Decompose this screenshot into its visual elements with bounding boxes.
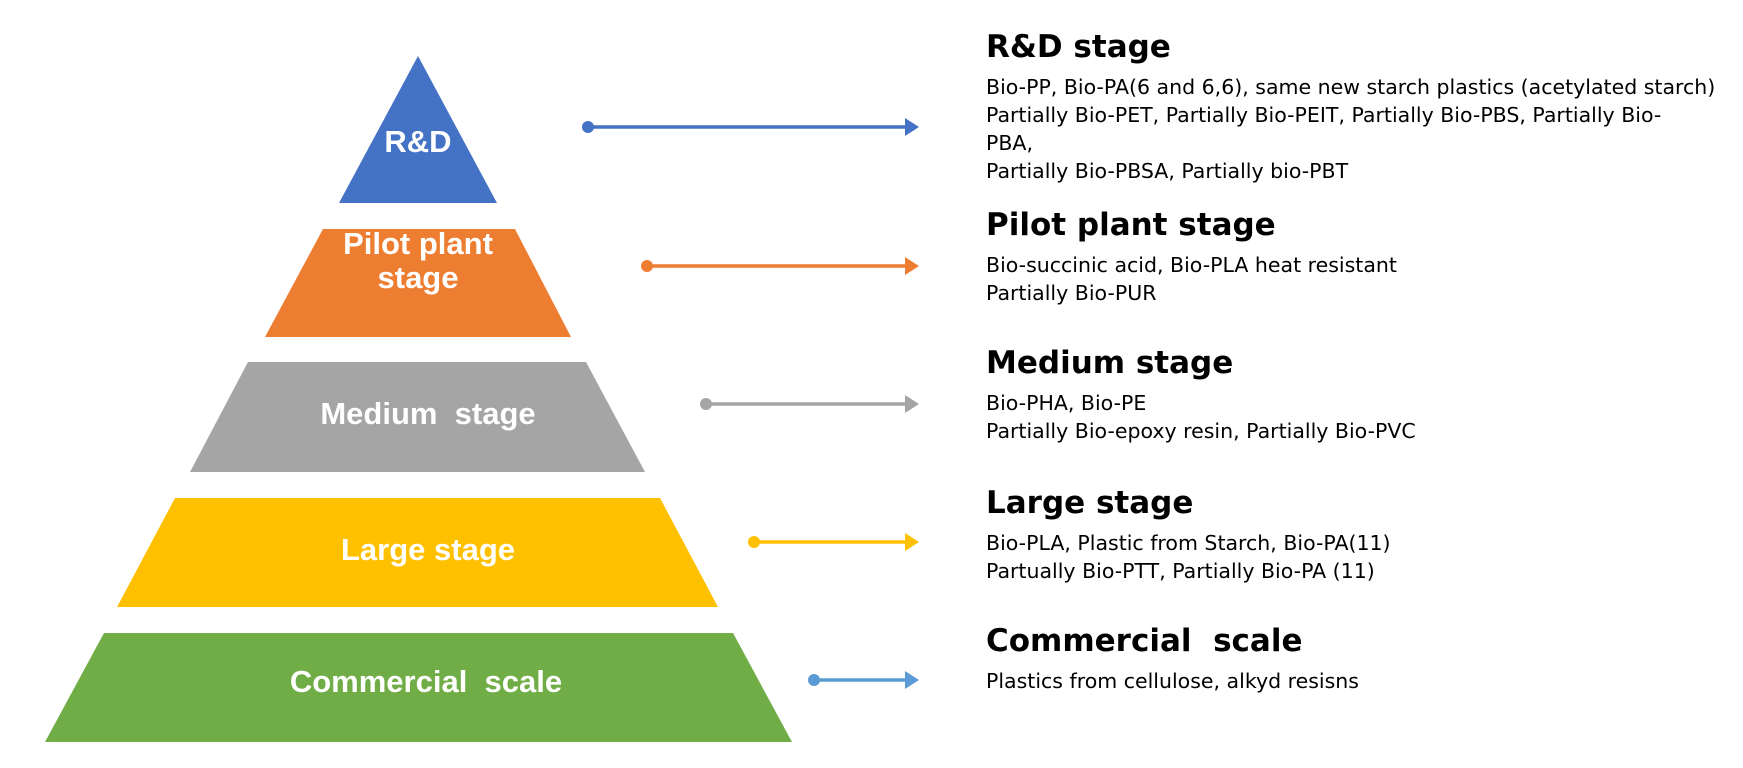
stage-description: Bio-PP, Bio-PA(6 and 6,6), same new star… (986, 73, 1731, 185)
pyramid-tier-pilot-plant-stage (265, 229, 571, 337)
arrow-right-icon (808, 671, 919, 689)
pyramid-tier-label: Commercial scale (290, 664, 562, 699)
stage-description: Plastics from cellulose, alkyd resisns (986, 667, 1731, 695)
arrow-head (905, 395, 919, 413)
arrow-head (905, 533, 919, 551)
pyramid-tier-medium-stage (190, 362, 645, 472)
stage-description: Bio-PLA, Plastic from Starch, Bio-PA(11)… (986, 529, 1731, 585)
stage-title: Pilot plant stage (986, 207, 1276, 243)
pyramid-tier-label: Large stage (341, 532, 515, 567)
stage-description-line: Partually Bio-PTT, Partially Bio-PA (11) (986, 559, 1375, 583)
pyramid-tier-label: R&D (384, 124, 451, 159)
stage-description-line: Partially Bio-PBSA, Partially bio-PBT (986, 159, 1349, 183)
pyramid-tier-large-stage (117, 498, 718, 607)
stage-description-line: Bio-PP, Bio-PA(6 and 6,6), same new star… (986, 75, 1716, 99)
stage-title: Commercial scale (986, 623, 1303, 659)
arrow-right-icon (641, 257, 919, 275)
pyramid-tier-label: Medium stage (320, 396, 535, 431)
stage-description-line: Plastics from cellulose, alkyd resisns (986, 669, 1359, 693)
stage-title: Large stage (986, 485, 1194, 521)
stage-description: Bio-PHA, Bio-PE Partially Bio-epoxy resin… (986, 389, 1731, 445)
stage-title: Medium stage (986, 345, 1234, 381)
pyramid-tier-label: Pilot plant (343, 226, 493, 261)
arrow-tail-dot (808, 674, 820, 686)
stage-description-line: Partially Bio-PUR (986, 281, 1157, 305)
stage-description-line: Bio-PHA, Bio-PE (986, 391, 1147, 415)
arrow-right-icon (748, 533, 919, 551)
pyramid-tier-commercial-scale (45, 633, 792, 742)
stage-description: Bio-succinic acid, Bio-PLA heat resistan… (986, 251, 1731, 307)
arrow-right-icon (582, 118, 919, 136)
stage-description-line: PBA, (986, 131, 1033, 155)
stage-description-line: Partially Bio-epoxy resin, Partially Bio… (986, 419, 1416, 443)
arrow-tail-dot (748, 536, 760, 548)
pyramid-tier-label: stage (378, 260, 459, 295)
arrow-head (905, 257, 919, 275)
arrow-tail-dot (700, 398, 712, 410)
arrow-tail-dot (582, 121, 594, 133)
stage-description-line: Partially Bio-PET, Partially Bio-PEIT, P… (986, 103, 1662, 127)
arrow-head (905, 118, 919, 136)
arrow-tail-dot (641, 260, 653, 272)
arrow-head (905, 671, 919, 689)
arrow-right-icon (700, 395, 919, 413)
pyramid-tier-r-d (339, 56, 497, 203)
stage-title: R&D stage (986, 29, 1171, 65)
stage-description-line: Bio-PLA, Plastic from Starch, Bio-PA(11) (986, 531, 1391, 555)
stage-description-line: Bio-succinic acid, Bio-PLA heat resistan… (986, 253, 1397, 277)
